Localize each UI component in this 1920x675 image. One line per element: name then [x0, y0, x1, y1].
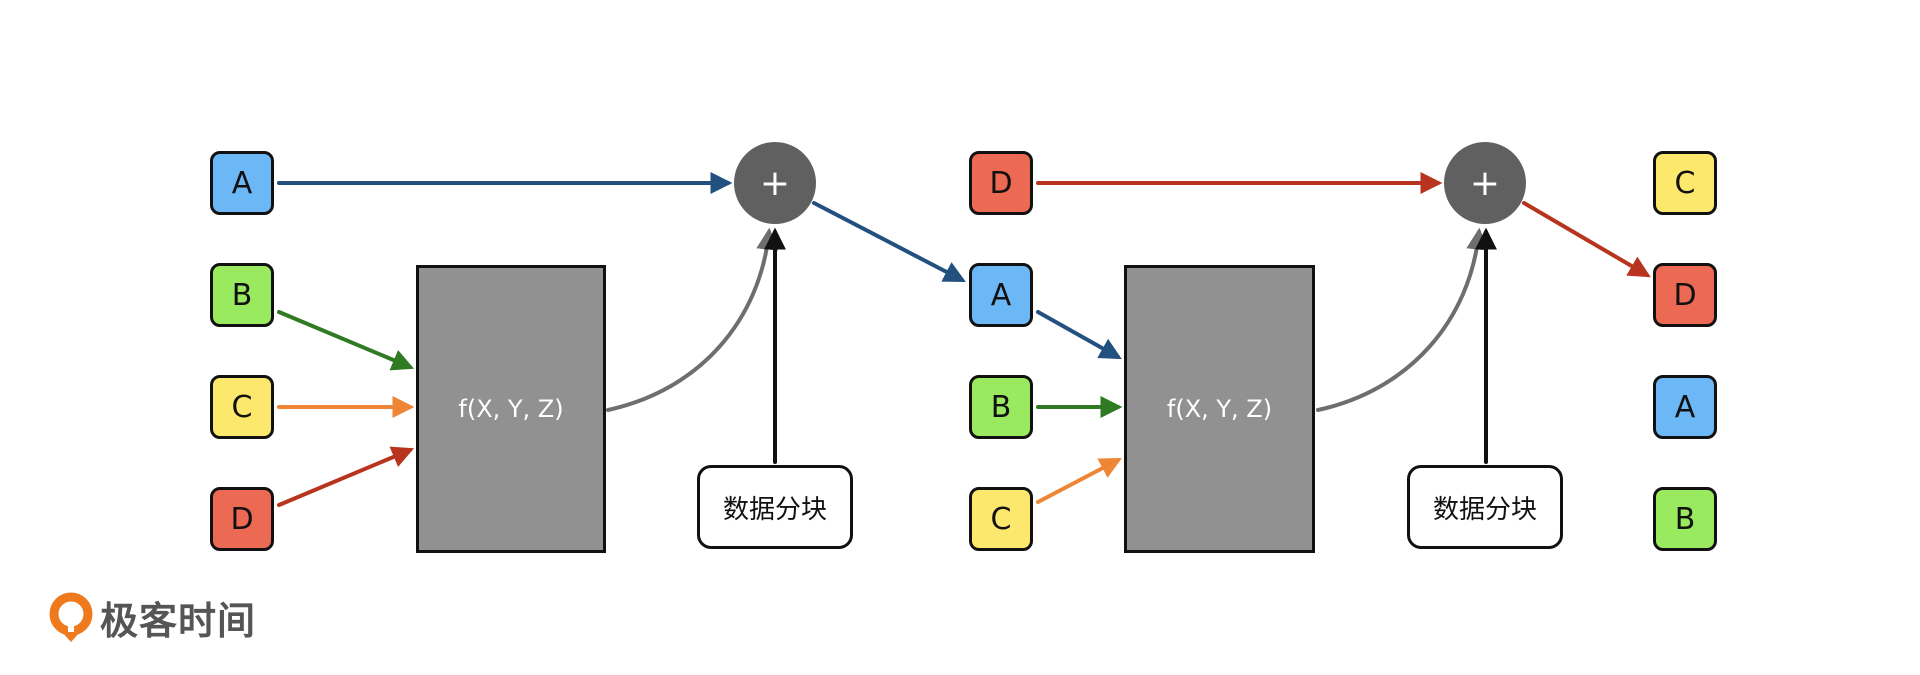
stage2-function-label: f(X, Y, Z): [1166, 395, 1273, 423]
output-node-a: A: [1653, 375, 1717, 439]
output-node-d: D: [1653, 263, 1717, 327]
stage2-node-a: A: [969, 263, 1033, 327]
geektime-logo-icon: [49, 592, 93, 642]
stage2-node-c: C: [969, 487, 1033, 551]
arrow-c-to-f2: [1036, 457, 1122, 504]
output-node-b: B: [1653, 487, 1717, 551]
stage1-node-b: B: [210, 263, 274, 327]
stage2-function-block: f(X, Y, Z): [1124, 265, 1315, 553]
arrow-b-to-f1: [277, 310, 415, 371]
stage1-function-label: f(X, Y, Z): [458, 395, 564, 423]
arrow-f1-to-add1: [606, 227, 779, 412]
stage2-data-chunk-label: 数据分块: [1432, 494, 1537, 525]
arrow-f2-to-add2: [1316, 227, 1489, 412]
stage2-node-d: D: [969, 151, 1033, 215]
stage1-data-chunk: 数据分块: [697, 465, 853, 549]
stage1-node-c: C: [210, 375, 274, 439]
arrow-a-to-f2: [1036, 310, 1122, 360]
arrow-d-to-f1: [277, 446, 415, 507]
stage2-node-b: B: [969, 375, 1033, 439]
output-node-c: C: [1653, 151, 1717, 215]
stage1-data-chunk-label: 数据分块: [722, 494, 827, 525]
plus-icon: +: [759, 162, 791, 204]
arrow-add2-to-output-d: [1522, 201, 1651, 278]
geektime-logo: 极客时间: [48, 590, 256, 645]
stage1-node-d: D: [210, 487, 274, 551]
stage1-node-a: A: [210, 151, 274, 215]
stage2-data-chunk: 数据分块: [1407, 465, 1563, 549]
stage1-function-block: f(X, Y, Z): [416, 265, 606, 553]
stage2-add-node: +: [1444, 142, 1526, 224]
logo-text: 极客时间: [100, 599, 257, 643]
stage1-add-node: +: [734, 142, 816, 224]
arrow-add1-to-stage2-a: [812, 201, 966, 283]
plus-icon: +: [1469, 162, 1501, 204]
